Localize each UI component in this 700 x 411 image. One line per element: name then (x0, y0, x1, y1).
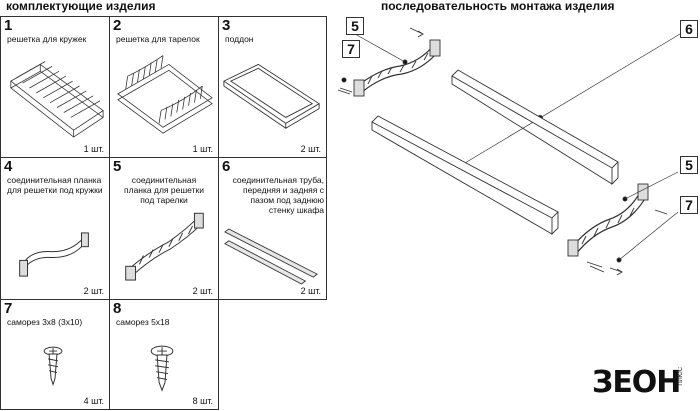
component-quantity: 1 шт. (83, 144, 104, 154)
component-number: 8 (113, 300, 122, 317)
components-heading: комплектующие изделия (6, 0, 156, 13)
component-card-2: 2 решетка для тарелок 1 шт. (109, 16, 219, 158)
assembly-heading: последовательность монтажа изделия (381, 0, 615, 13)
component-quantity: 2 шт. (83, 286, 104, 296)
component-card-5: 5 соединительная планка для решетки под … (109, 157, 219, 300)
component-quantity: 8 шт. (192, 396, 213, 406)
component-number: 3 (222, 17, 231, 34)
component-number: 7 (4, 300, 13, 317)
callout-connector-bottom: 5 (680, 156, 698, 174)
component-description: поддон (225, 34, 254, 44)
cup-rack-illustration (10, 61, 104, 138)
component-card-8: 8 саморез 5х18 8 шт. (109, 299, 219, 410)
component-description: соединительная труба, передняя и задняя … (232, 175, 324, 215)
component-card-4: 4 соединительная планка для решетки под … (0, 157, 110, 300)
callout-tube: 6 (680, 20, 698, 38)
component-card-3: 3 поддон 2 шт. (218, 16, 327, 158)
component-quantity: 1 шт. (192, 144, 213, 154)
component-card-1: 1 решетка для кружек 1 шт. (0, 16, 110, 158)
component-number: 5 (113, 158, 122, 175)
callout-screw-bottom: 7 (680, 196, 698, 214)
drip-tray-illustration (223, 63, 320, 130)
assembly-diagram (337, 27, 681, 276)
component-number: 1 (4, 17, 13, 34)
component-quantity: 2 шт. (192, 286, 213, 296)
connecting-tubes-illustration (224, 228, 318, 285)
component-quantity: 2 шт. (300, 286, 321, 296)
plate-rack-connector-illustration (125, 212, 204, 281)
component-description: саморез 3х8 (3х10) (7, 317, 83, 327)
component-description: соединительная планка для решетки под кр… (7, 175, 103, 195)
components-grid: 1 решетка для кружек 1 шт. 2 решетка для… (0, 16, 327, 410)
callout-connector-top: 5 (346, 17, 364, 35)
component-number: 4 (4, 158, 13, 175)
screw-large-illustration (150, 345, 174, 392)
component-description: решетка для тарелок (116, 34, 200, 44)
brand-logo: ЗЕОН ПЛЮС (592, 365, 692, 405)
component-quantity: 2 шт. (300, 144, 321, 154)
component-description: саморез 5х18 (116, 317, 170, 327)
component-card-7: 7 саморез 3х8 (3х10) 4 шт. (0, 299, 110, 410)
component-description: решетка для кружек (7, 34, 87, 44)
plate-rack-illustration (117, 55, 213, 134)
component-description: соединительная планка для решетки под та… (124, 175, 204, 205)
cup-rack-connector-illustration (19, 232, 89, 277)
component-quantity: 4 шт. (83, 396, 104, 406)
brand-logo-sub: ПЛЮС (678, 367, 684, 386)
component-number: 2 (113, 17, 122, 34)
brand-logo-text: ЗЕОН (592, 365, 681, 400)
callout-screw-top: 7 (342, 40, 360, 58)
component-card-6: 6 соединительная труба, передняя и задня… (218, 157, 327, 300)
component-number: 6 (222, 158, 231, 175)
screw-small-illustration (43, 346, 63, 386)
